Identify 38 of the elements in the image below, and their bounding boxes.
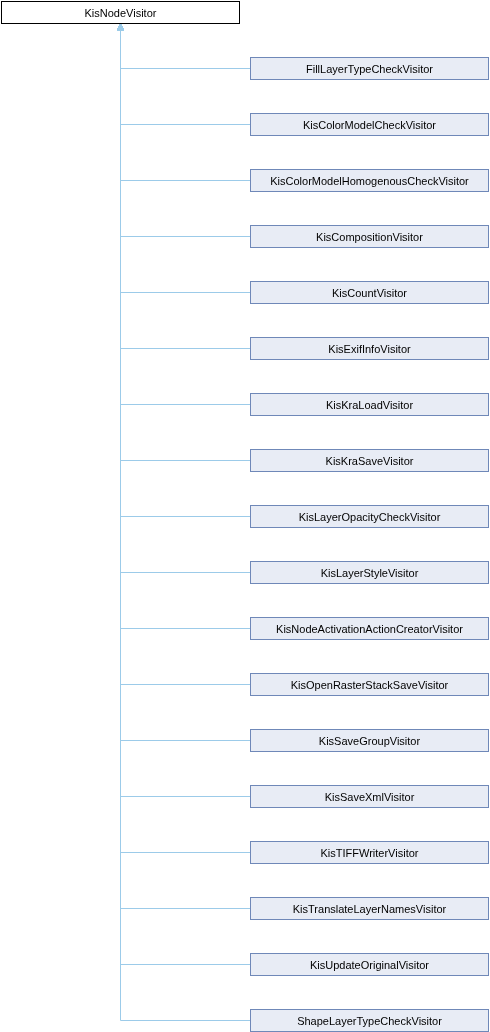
class-box bbox=[250, 561, 489, 584]
class-name: KisSaveGroupVisitor bbox=[318, 734, 421, 747]
class-box bbox=[250, 281, 489, 304]
class-name: KisNodeActivationActionCreatorVisitor bbox=[276, 622, 463, 635]
class-name: KisNodeVisitor bbox=[84, 6, 157, 19]
class-box bbox=[250, 449, 489, 472]
class-box bbox=[250, 897, 489, 920]
class-box bbox=[250, 393, 489, 416]
class-name: KisColorModelCheckVisitor bbox=[302, 118, 437, 131]
class-name: KisUpdateOriginalVisitor bbox=[310, 958, 429, 971]
class-name: KisOpenRasterStackSaveVisitor bbox=[290, 678, 449, 691]
class-name: KisTranslateLayerNamesVisitor bbox=[292, 902, 447, 915]
class-box bbox=[250, 505, 489, 528]
class-box bbox=[250, 729, 489, 752]
class-name: KisSaveXmlVisitor bbox=[324, 790, 415, 803]
class-box bbox=[250, 57, 489, 80]
class-box bbox=[250, 953, 489, 976]
class-box bbox=[250, 841, 489, 864]
class-name: KisColorModelHomogenousCheckVisitor bbox=[270, 174, 469, 187]
class-box bbox=[250, 785, 489, 808]
class-box bbox=[250, 169, 489, 192]
class-name: KisKraLoadVisitor bbox=[325, 398, 414, 411]
class-box bbox=[250, 225, 489, 248]
class-box bbox=[250, 673, 489, 696]
class-name: KisLayerStyleVisitor bbox=[320, 566, 419, 579]
class-name: ShapeLayerTypeCheckVisitor bbox=[297, 1014, 442, 1027]
class-box bbox=[250, 617, 489, 640]
class-name: KisExifInfoVisitor bbox=[328, 342, 411, 355]
class-name: KisTIFFWriterVisitor bbox=[320, 846, 419, 859]
class-name: KisCountVisitor bbox=[332, 286, 407, 299]
class-name: KisCompositionVisitor bbox=[316, 230, 423, 243]
class-box bbox=[250, 337, 489, 360]
class-box bbox=[250, 113, 489, 136]
class-name: KisLayerOpacityCheckVisitor bbox=[298, 510, 441, 523]
class-name: FillLayerTypeCheckVisitor bbox=[306, 62, 433, 75]
class-box bbox=[250, 1009, 489, 1032]
class-box bbox=[1, 1, 240, 24]
class-name: KisKraSaveVisitor bbox=[325, 454, 414, 467]
